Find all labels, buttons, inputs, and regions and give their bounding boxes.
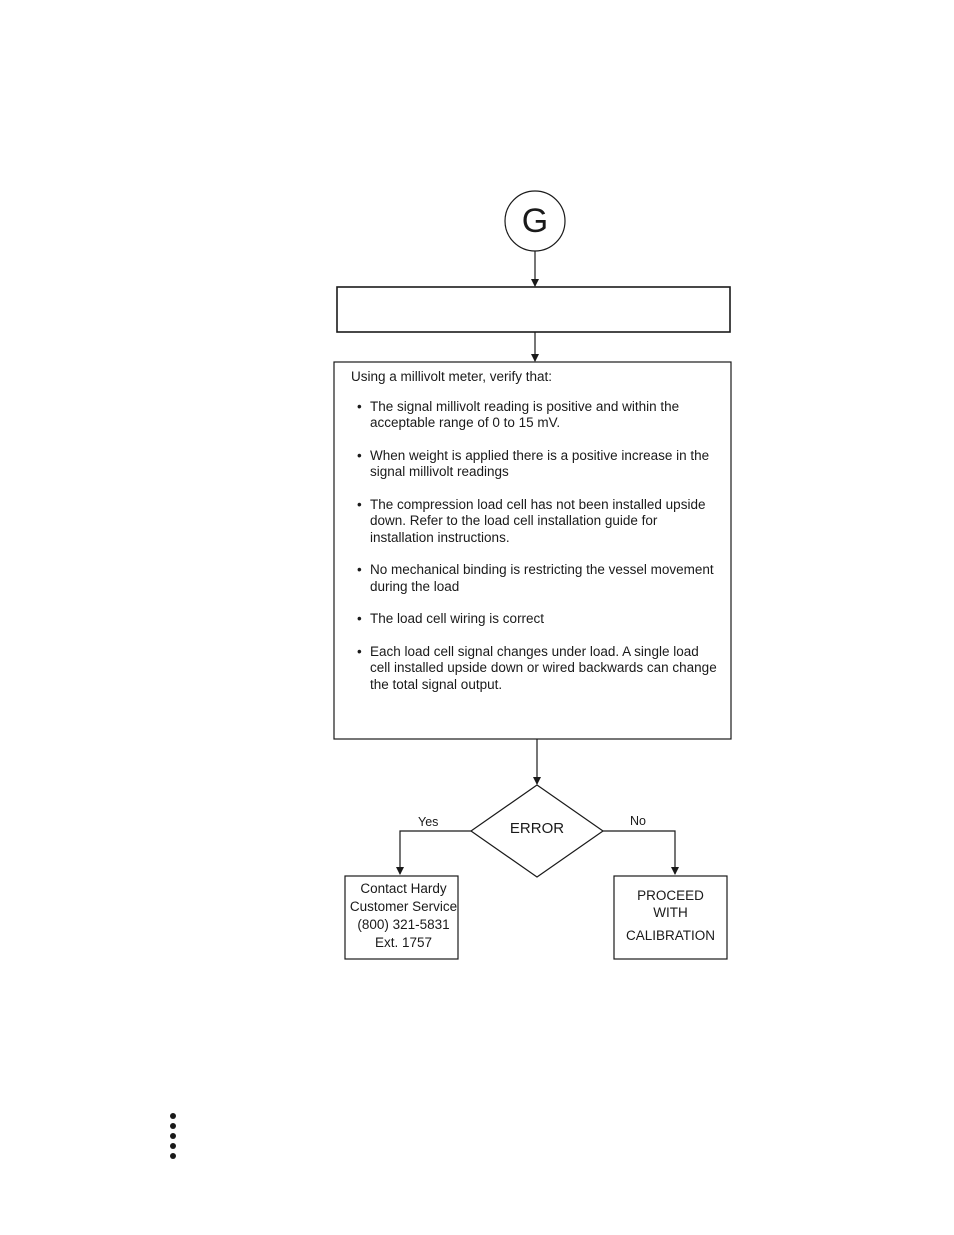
bullet-icon: • <box>357 496 362 512</box>
bullet-icon: • <box>357 398 362 414</box>
error-decision-diamond <box>469 784 605 878</box>
checklist-item: • The load cell wiring is correct <box>351 611 721 628</box>
contact-line: Customer Service <box>349 899 458 914</box>
phone-extension: Ext. 1757 <box>374 935 433 950</box>
bullet-icon: • <box>357 562 362 577</box>
checklist-item-text: When weight is applied there is a positi… <box>370 447 710 480</box>
checklist-item-text: The load cell wiring is correct <box>370 611 545 626</box>
checklist-item-text: Each load cell signal changes under load… <box>370 643 717 692</box>
verify-checklist: • The signal millivolt reading is positiv… <box>351 399 721 694</box>
verify-box-content: Using a millivolt meter, verify that: • T… <box>351 369 721 709</box>
verify-intro: Using a millivolt meter, verify that: <box>351 369 553 384</box>
vertical-dots-icon <box>170 1113 178 1163</box>
dot <box>170 1143 176 1149</box>
no-label: No <box>630 814 646 828</box>
proceed-text: PROCEED WITH CALIBRATION <box>614 887 727 944</box>
phone-number: (800) 321-5831 <box>357 917 450 932</box>
checklist-item-text: The compression load cell has not been i… <box>370 496 706 545</box>
proceed-line: WITH <box>653 905 688 920</box>
checklist-item-text: The signal millivolt reading is positive… <box>370 398 680 431</box>
checklist-item-text: No mechanical binding is restricting the… <box>370 562 714 594</box>
dot <box>170 1153 176 1159</box>
no-branch-line <box>603 830 679 875</box>
proceed-line: PROCEED <box>637 888 704 903</box>
contact-hardy-text: Contact Hardy Customer Service (800) 321… <box>345 880 462 952</box>
proceed-calibration-box <box>613 875 728 960</box>
yes-label: Yes <box>418 815 439 829</box>
dot <box>170 1113 176 1119</box>
decision-label: ERROR <box>509 820 565 837</box>
checklist-item: • No mechanical binding is restricting th… <box>351 562 721 595</box>
bullet-icon: • <box>357 447 362 463</box>
connector-label: G <box>521 202 549 240</box>
proceed-line: CALIBRATION <box>625 928 715 943</box>
checklist-item: • The compression load cell has not been … <box>351 497 721 547</box>
checklist-item: • Each load cell signal changes under loa… <box>351 644 721 694</box>
checklist-item: • When weight is applied there is a posit… <box>351 448 721 481</box>
bullet-icon: • <box>357 643 362 659</box>
dot <box>170 1133 176 1139</box>
top-process-box <box>336 286 731 333</box>
contact-line: Contact Hardy <box>360 881 447 896</box>
checklist-item: • The signal millivolt reading is positiv… <box>351 399 721 432</box>
yes-branch-line <box>396 830 471 875</box>
contact-hardy-box <box>344 875 459 960</box>
dot <box>170 1123 176 1129</box>
bullet-icon: • <box>357 611 362 626</box>
verify-box <box>333 361 732 740</box>
